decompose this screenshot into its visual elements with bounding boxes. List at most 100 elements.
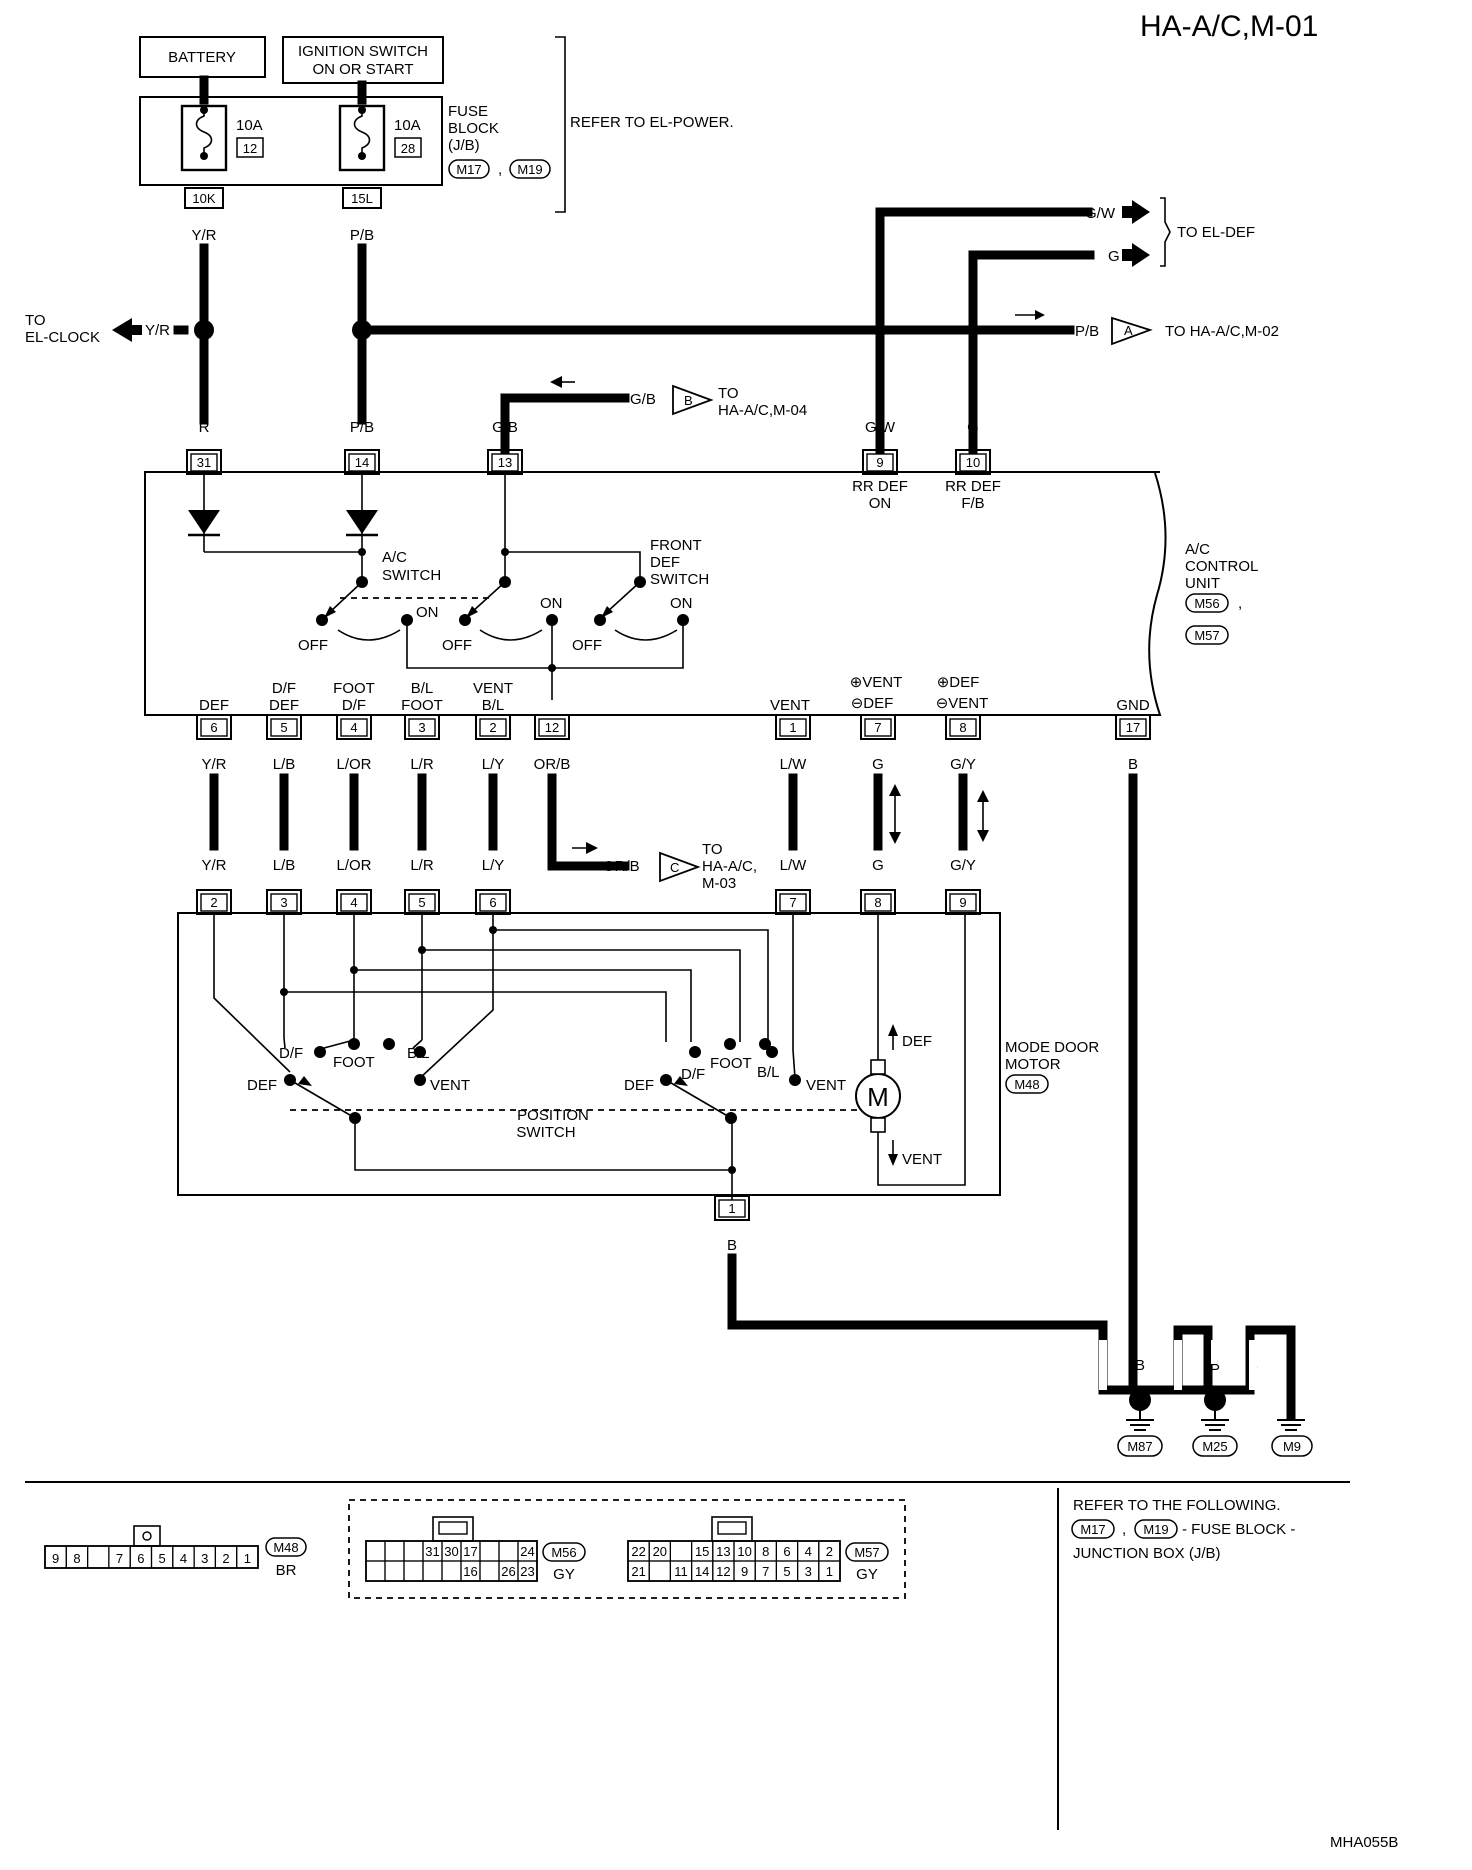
motor-def: DEF	[902, 1033, 932, 1050]
ground-m87: M87	[1127, 1439, 1152, 1454]
acu-pin-3: 3	[418, 720, 425, 735]
acu-bl-1: B/L	[411, 680, 434, 697]
m57-conn-label: M57	[854, 1545, 879, 1560]
acu-label-3: UNIT	[1185, 575, 1220, 592]
ground-m9: M9	[1283, 1439, 1301, 1454]
wire-label-pb-2: P/B	[350, 419, 374, 436]
conn-c: C	[670, 860, 679, 875]
acu-gnd: GND	[1116, 697, 1150, 714]
fuse-12	[180, 104, 228, 172]
ignition-label-2: ON OR START	[312, 61, 413, 78]
connector-pin-number: 2	[826, 1544, 833, 1559]
acu-label-1: A/C	[1185, 541, 1210, 558]
connector-pin-number: 9	[741, 1564, 748, 1579]
connector-pin-number: 1	[244, 1551, 251, 1566]
wl-lr-top: L/R	[410, 756, 434, 773]
acu-pin-10: 10	[966, 455, 980, 470]
fuse-block-label-3: (J/B)	[448, 137, 480, 154]
acu-df-1: D/F	[272, 680, 296, 697]
wire-label-pb-m02: P/B	[1075, 323, 1099, 340]
connector-pin-number: 14	[695, 1564, 709, 1579]
connector-cell	[384, 1560, 405, 1582]
wire-label-yr: Y/R	[191, 227, 216, 244]
comma: ,	[498, 161, 502, 178]
connector-pin-number: 2	[222, 1551, 229, 1566]
connector-pin-number: 5	[159, 1551, 166, 1566]
connector-pin-number: 3	[201, 1551, 208, 1566]
wl-lor-bot: L/OR	[336, 857, 371, 874]
fuse-block-label-1: FUSE	[448, 103, 488, 120]
refer-line-2: - FUSE BLOCK -	[1182, 1521, 1295, 1538]
acu-pin-6: 6	[210, 720, 217, 735]
connector-pin-number: 1	[826, 1564, 833, 1579]
ps-def-2: DEF	[624, 1077, 654, 1094]
acu-bl-2: FOOT	[401, 697, 443, 714]
wl-orb-m03: OR/B	[603, 858, 640, 875]
motor-pin-2: 2	[210, 895, 217, 910]
refer-conn-m17: M17	[1080, 1522, 1105, 1537]
connector-pin-number: 26	[501, 1564, 515, 1579]
wl-lw-bot: L/W	[780, 857, 808, 874]
acu-pin-4: 4	[350, 720, 357, 735]
footer-code: MHA055B	[1330, 1834, 1398, 1851]
acu-vent-2: B/L	[482, 697, 505, 714]
front-def-3: SWITCH	[650, 571, 709, 588]
on-2: ON	[540, 595, 563, 612]
off-2: OFF	[442, 637, 472, 654]
acu-vent: VENT	[770, 697, 810, 714]
to-m04-1: TO	[718, 385, 739, 402]
m56-color: GY	[553, 1566, 575, 1583]
motor-pin-3: 3	[280, 895, 287, 910]
acu-pin-12: 12	[545, 720, 559, 735]
wl-b-g2: B	[1135, 1357, 1145, 1374]
connector-pin-number: 13	[716, 1544, 730, 1559]
motor-top-terminals	[196, 889, 981, 915]
connector-pin-number: 8	[762, 1544, 769, 1559]
acu-pin-1: 1	[789, 720, 796, 735]
connector-pin-number: 7	[116, 1551, 123, 1566]
acu-bottom-terminals	[196, 714, 1151, 740]
rr-def-fb-2: F/B	[961, 495, 984, 512]
wl-b-g4: B	[1210, 1357, 1220, 1374]
acu-conn-m56: M56	[1194, 596, 1219, 611]
connector-pin-number: 4	[805, 1544, 812, 1559]
fuse-28	[338, 104, 386, 172]
ps-bl-2: B/L	[757, 1064, 780, 1081]
acu-pin-17: 17	[1126, 720, 1140, 735]
connector-cell	[648, 1560, 672, 1582]
refer-line-1: REFER TO THE FOLLOWING.	[1073, 1497, 1281, 1514]
wire-label-gw: G/W	[865, 419, 896, 436]
wl-yr-bot: Y/R	[201, 857, 226, 874]
fuse-b-amp: 10A	[394, 117, 421, 134]
connector-pin-number: 22	[631, 1544, 645, 1559]
connector-pin-number: 11	[674, 1564, 688, 1579]
refer-conn-m19: M19	[1143, 1522, 1168, 1537]
wire-label-gb-m04: G/B	[630, 391, 656, 408]
ignition-label-1: IGNITION SWITCH	[298, 43, 428, 60]
connector-group-box	[348, 1499, 906, 1599]
wire-label-g: G	[967, 419, 979, 436]
acu-p8-1: ⊕DEF	[937, 674, 980, 691]
connector-cell	[365, 1540, 386, 1562]
motor-pin-5: 5	[418, 895, 425, 910]
to-m03-1: TO	[702, 841, 723, 858]
connector-pin-number: 23	[520, 1564, 534, 1579]
fuse-block-conn-m17: M17	[456, 162, 481, 177]
wl-b-motor: B	[727, 1237, 737, 1254]
refer-el-power: REFER TO EL-POWER.	[570, 114, 734, 131]
connector-cell	[818, 1560, 841, 1582]
ps-bl-1: B/L	[407, 1045, 430, 1062]
connector-pin-number: 6	[137, 1551, 144, 1566]
acu-top-terminals	[186, 449, 991, 475]
connector-cell	[422, 1560, 443, 1582]
wl-lr-bot: L/R	[410, 857, 434, 874]
to-m04-2: HA-A/C,M-04	[718, 402, 807, 419]
motor-pin-8: 8	[874, 895, 881, 910]
to-el-def: TO EL-DEF	[1177, 224, 1255, 241]
connector-pin-number: 12	[716, 1564, 730, 1579]
ps-df-1: D/F	[279, 1045, 303, 1062]
wl-ly-bot: L/Y	[482, 857, 505, 874]
ac-switch-1: A/C	[382, 549, 407, 566]
wire-label-yr-clock: Y/R	[145, 322, 170, 339]
ps-vent-2: VENT	[806, 1077, 846, 1094]
